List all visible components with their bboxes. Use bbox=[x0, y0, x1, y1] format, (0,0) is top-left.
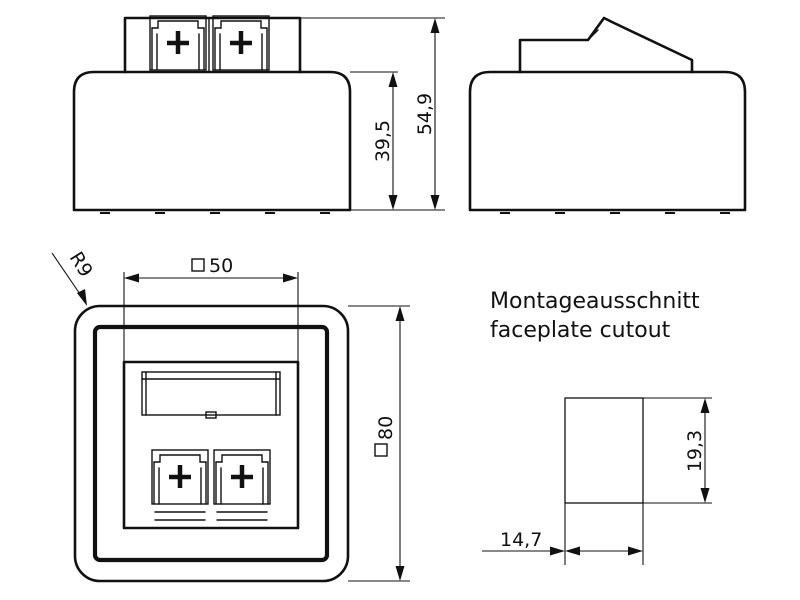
top-view-port-right bbox=[214, 450, 270, 504]
side-view-module bbox=[518, 16, 694, 74]
radius-label: R9 bbox=[65, 248, 97, 281]
body-height-label: 39,5 bbox=[372, 120, 394, 162]
dimension-body-height: 39,5 bbox=[372, 72, 398, 210]
dimension-width-top: 50 bbox=[123, 255, 299, 362]
top-view-port-left bbox=[152, 450, 208, 504]
cutout-height-label: 19,3 bbox=[684, 430, 706, 472]
front-view bbox=[72, 16, 445, 214]
dimension-cutout-width: 14,7 bbox=[482, 529, 643, 556]
front-view-body bbox=[72, 70, 352, 212]
square-symbol-vertical bbox=[374, 443, 388, 457]
faceplate-outer bbox=[73, 304, 350, 583]
top-view bbox=[73, 304, 350, 583]
module-insert bbox=[122, 360, 300, 530]
faceplate-frame bbox=[92, 324, 330, 563]
side-view-body bbox=[468, 70, 747, 212]
square-symbol bbox=[191, 258, 205, 272]
width-top-label: 50 bbox=[209, 255, 233, 277]
overall-label: 80 bbox=[375, 416, 397, 440]
cutout-diagram bbox=[564, 397, 712, 565]
cutout-label-english: faceplate cutout bbox=[490, 318, 671, 343]
cutout-rect bbox=[564, 397, 644, 504]
total-height-label: 54,9 bbox=[414, 93, 436, 135]
dimension-overall: 80 bbox=[348, 305, 410, 582]
cutout-width-label: 14,7 bbox=[500, 529, 542, 551]
side-view bbox=[468, 16, 747, 214]
dimension-radius: R9 bbox=[51, 248, 97, 306]
cutout-label-german: Montageausschnitt bbox=[490, 289, 700, 314]
dimension-cutout-height: 19,3 bbox=[684, 398, 710, 503]
front-view-port-right bbox=[213, 16, 269, 70]
front-view-port-left bbox=[150, 16, 206, 70]
dimension-total-height: 54,9 bbox=[414, 18, 440, 210]
label-window bbox=[141, 371, 281, 416]
